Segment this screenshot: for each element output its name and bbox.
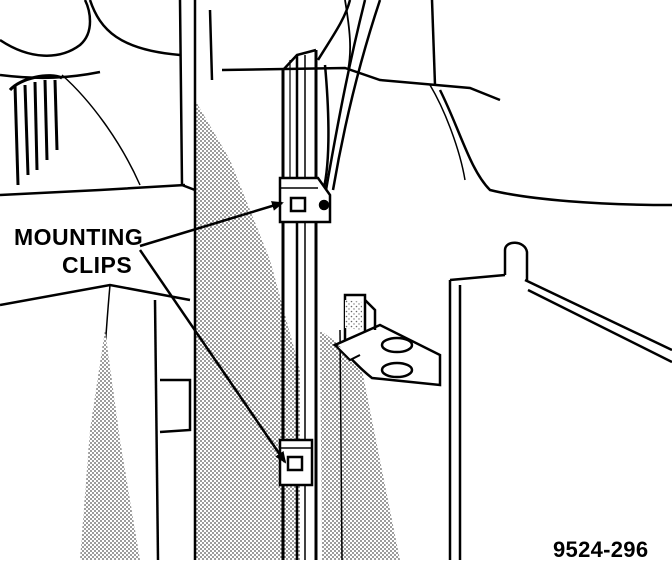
figure-number: 9524-296 [553, 537, 649, 562]
lower-mounting-clip [278, 438, 314, 487]
lower-left-panel [0, 283, 192, 561]
belt-webbing [316, 0, 382, 191]
leader-to-upper-clip [139, 201, 284, 248]
upper-left-seat-panel [0, 0, 196, 197]
upper-mounting-clip [278, 176, 332, 224]
upper-left-fringe [8, 74, 63, 186]
upper-right-door-panel [221, 0, 672, 207]
leader-to-lower-clip [138, 249, 287, 464]
right-pillar-inner [339, 329, 343, 561]
lower-left-shading [80, 330, 140, 560]
callout-label-line1: MOUNTING [14, 224, 144, 250]
callout-label-line2: CLIPS [62, 252, 133, 278]
bracket-shading [345, 300, 362, 330]
left-pillar-edge [193, 0, 214, 560]
callout-leaders [138, 201, 287, 464]
right-seat-back [448, 241, 672, 560]
